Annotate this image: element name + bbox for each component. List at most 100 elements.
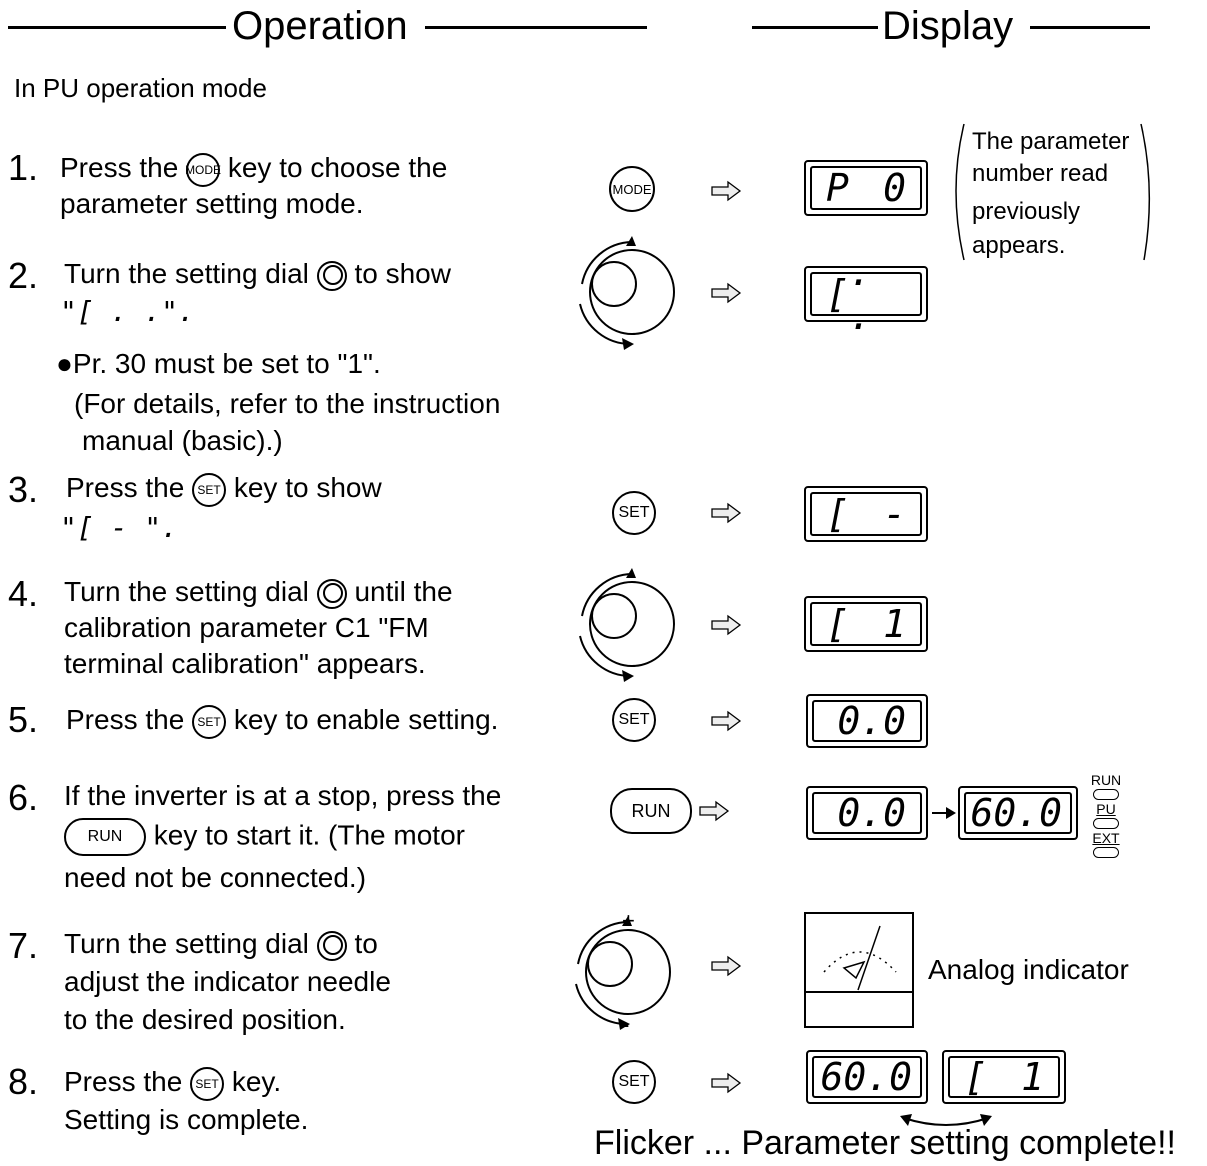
step-2-line-1: Turn the setting dial to show bbox=[64, 258, 451, 291]
step-7-line-2: adjust the indicator needle bbox=[64, 966, 391, 997]
step-4-text-a: Turn the setting dial bbox=[64, 576, 309, 607]
note-line-1: The parameter bbox=[972, 128, 1130, 155]
right-arrow-icon bbox=[711, 180, 742, 202]
step-6-line-2: RUN key to start it. (The motor bbox=[64, 818, 465, 856]
step-1-number: 1. bbox=[8, 147, 39, 188]
dial-inline-icon bbox=[316, 930, 347, 961]
set-key-inline-icon: SET bbox=[192, 472, 227, 507]
step-2-number: 2. bbox=[8, 255, 39, 296]
run-lamp-icon bbox=[1093, 789, 1119, 800]
step-2-line-3: (For details, refer to the instruction bbox=[74, 388, 501, 419]
right-arrow-icon bbox=[711, 614, 742, 636]
minus-sign: - bbox=[622, 1012, 630, 1037]
header-rule-right-a bbox=[752, 26, 878, 29]
set-key-inline-icon: SET bbox=[190, 1066, 225, 1101]
step-8-line-1: Press the SET key. bbox=[64, 1066, 281, 1101]
step-6-line-1: If the inverter is at a stop, press the bbox=[64, 780, 502, 811]
step-6-number: 6. bbox=[8, 777, 39, 818]
step-8-number: 8. bbox=[8, 1061, 39, 1102]
header-rule-mid bbox=[425, 26, 647, 29]
display-c-dash: [- bbox=[804, 486, 928, 542]
ext-lamp-icon bbox=[1093, 847, 1119, 858]
step-8-text-a: Press the bbox=[64, 1066, 183, 1097]
operation-header: Operation bbox=[232, 4, 408, 48]
step-3-line-2: "[ - ". bbox=[60, 511, 179, 544]
step-7-line-3: to the desired position. bbox=[64, 1004, 346, 1035]
step-7-text-b: to bbox=[354, 928, 378, 959]
display-c1-flicker: [1 bbox=[942, 1050, 1066, 1104]
display-zero: 0.0 bbox=[806, 694, 928, 748]
display-c1-char-2: 1 bbox=[883, 602, 906, 646]
mode-label: In PU operation mode bbox=[14, 73, 267, 103]
step-2-text-b: to show bbox=[354, 258, 451, 289]
display-60-value: 60.0 bbox=[970, 791, 1062, 835]
analog-indicator-label: Analog indicator bbox=[928, 954, 1129, 985]
step-7-number: 7. bbox=[8, 925, 39, 966]
display-c1-flicker-char-1: [ bbox=[964, 1055, 987, 1099]
setting-dial-icon bbox=[575, 916, 671, 1030]
step-2-bullet-text: Pr. 30 must be set to "1". bbox=[72, 348, 381, 379]
display-60-flicker: 60.0 bbox=[806, 1050, 928, 1104]
step-2-bullet: ●Pr. 30 must be set to "1". bbox=[56, 348, 381, 380]
dial-inline-icon bbox=[316, 260, 347, 291]
note-brackets bbox=[955, 123, 1151, 261]
run-lamp-indicator: RUN PU EXT bbox=[1090, 772, 1122, 859]
step-4-text-b: until the bbox=[354, 576, 453, 607]
step-5-line-1: Press the SET key to enable setting. bbox=[66, 704, 498, 739]
step-7-text-a: Turn the setting dial bbox=[64, 928, 309, 959]
display-header: Display bbox=[882, 4, 1014, 48]
step-1-line-1: Press the MODE key to choose the bbox=[60, 152, 447, 187]
display-60-flicker-value: 60.0 bbox=[820, 1055, 912, 1099]
set-key-icon: SET bbox=[612, 491, 656, 535]
flicker-double-arrow-icon bbox=[900, 1114, 992, 1126]
setting-dial-icon bbox=[579, 568, 675, 682]
step-3-line-1: Press the SET key to show bbox=[66, 472, 382, 507]
right-arrow-icon bbox=[711, 710, 742, 732]
step-6-line-3: need not be connected.) bbox=[64, 862, 367, 893]
note-line-3: previously bbox=[972, 198, 1081, 225]
plus-sign: + bbox=[622, 908, 635, 933]
display-c1-char-1: [ bbox=[826, 602, 849, 646]
step-2-text-a: Turn the setting dial bbox=[64, 258, 309, 289]
display-zero-value: 0.0 bbox=[837, 699, 906, 743]
display-c-dots-char-2: . . bbox=[848, 250, 872, 338]
step-5-text-b: key to enable setting. bbox=[233, 704, 499, 735]
analog-indicator-icon bbox=[804, 912, 914, 1028]
display-run-start-value: 0.0 bbox=[837, 791, 906, 835]
set-key-icon: SET bbox=[612, 1060, 656, 1104]
step-1-line-2: parameter setting mode. bbox=[60, 188, 364, 219]
display-c-dots-char-1: [ bbox=[826, 272, 849, 316]
step-3-text-b: key to show bbox=[233, 472, 382, 503]
step-7-line-1: Turn the setting dial to bbox=[64, 928, 378, 961]
run-key-icon: RUN bbox=[610, 788, 692, 834]
run-lamp-label: RUN bbox=[1090, 772, 1122, 788]
step-5-number: 5. bbox=[8, 699, 39, 740]
footer-caption: Flicker ... Parameter setting complete!! bbox=[594, 1124, 1176, 1162]
step-2-line-2: "[ . .". bbox=[60, 295, 195, 328]
display-p0-char-1: P bbox=[826, 166, 849, 210]
right-arrow-icon bbox=[711, 282, 742, 304]
mode-key-icon: MODE bbox=[609, 166, 655, 212]
pu-lamp-icon bbox=[1093, 818, 1119, 829]
step-5-text-a: Press the bbox=[66, 704, 185, 735]
step-4-line-3: terminal calibration" appears. bbox=[64, 648, 426, 679]
right-arrow-icon bbox=[711, 955, 742, 977]
step-4-line-1: Turn the setting dial until the bbox=[64, 576, 453, 609]
step-4-number: 4. bbox=[8, 573, 39, 614]
display-c1-flicker-char-2: 1 bbox=[1021, 1055, 1044, 1099]
display-60: 60.0 bbox=[958, 786, 1078, 840]
mode-key-inline-icon: MODE bbox=[185, 152, 221, 187]
step-1-text-b: key to choose the bbox=[227, 152, 448, 183]
step-3-text-a: Press the bbox=[66, 472, 185, 503]
display-c-dots: [. . bbox=[804, 250, 928, 338]
header-rule-left bbox=[8, 26, 226, 29]
step-8-line-2: Setting is complete. bbox=[64, 1104, 309, 1135]
display-c1: [1 bbox=[804, 596, 928, 652]
step-3-number: 3. bbox=[8, 469, 39, 510]
note-line-2: number read bbox=[972, 160, 1109, 187]
display-c-dash-char-2: - bbox=[883, 492, 906, 536]
step-1-text-a: Press the bbox=[60, 152, 179, 183]
note-line-4: appears. bbox=[972, 232, 1066, 259]
set-key-inline-icon: SET bbox=[192, 704, 227, 739]
